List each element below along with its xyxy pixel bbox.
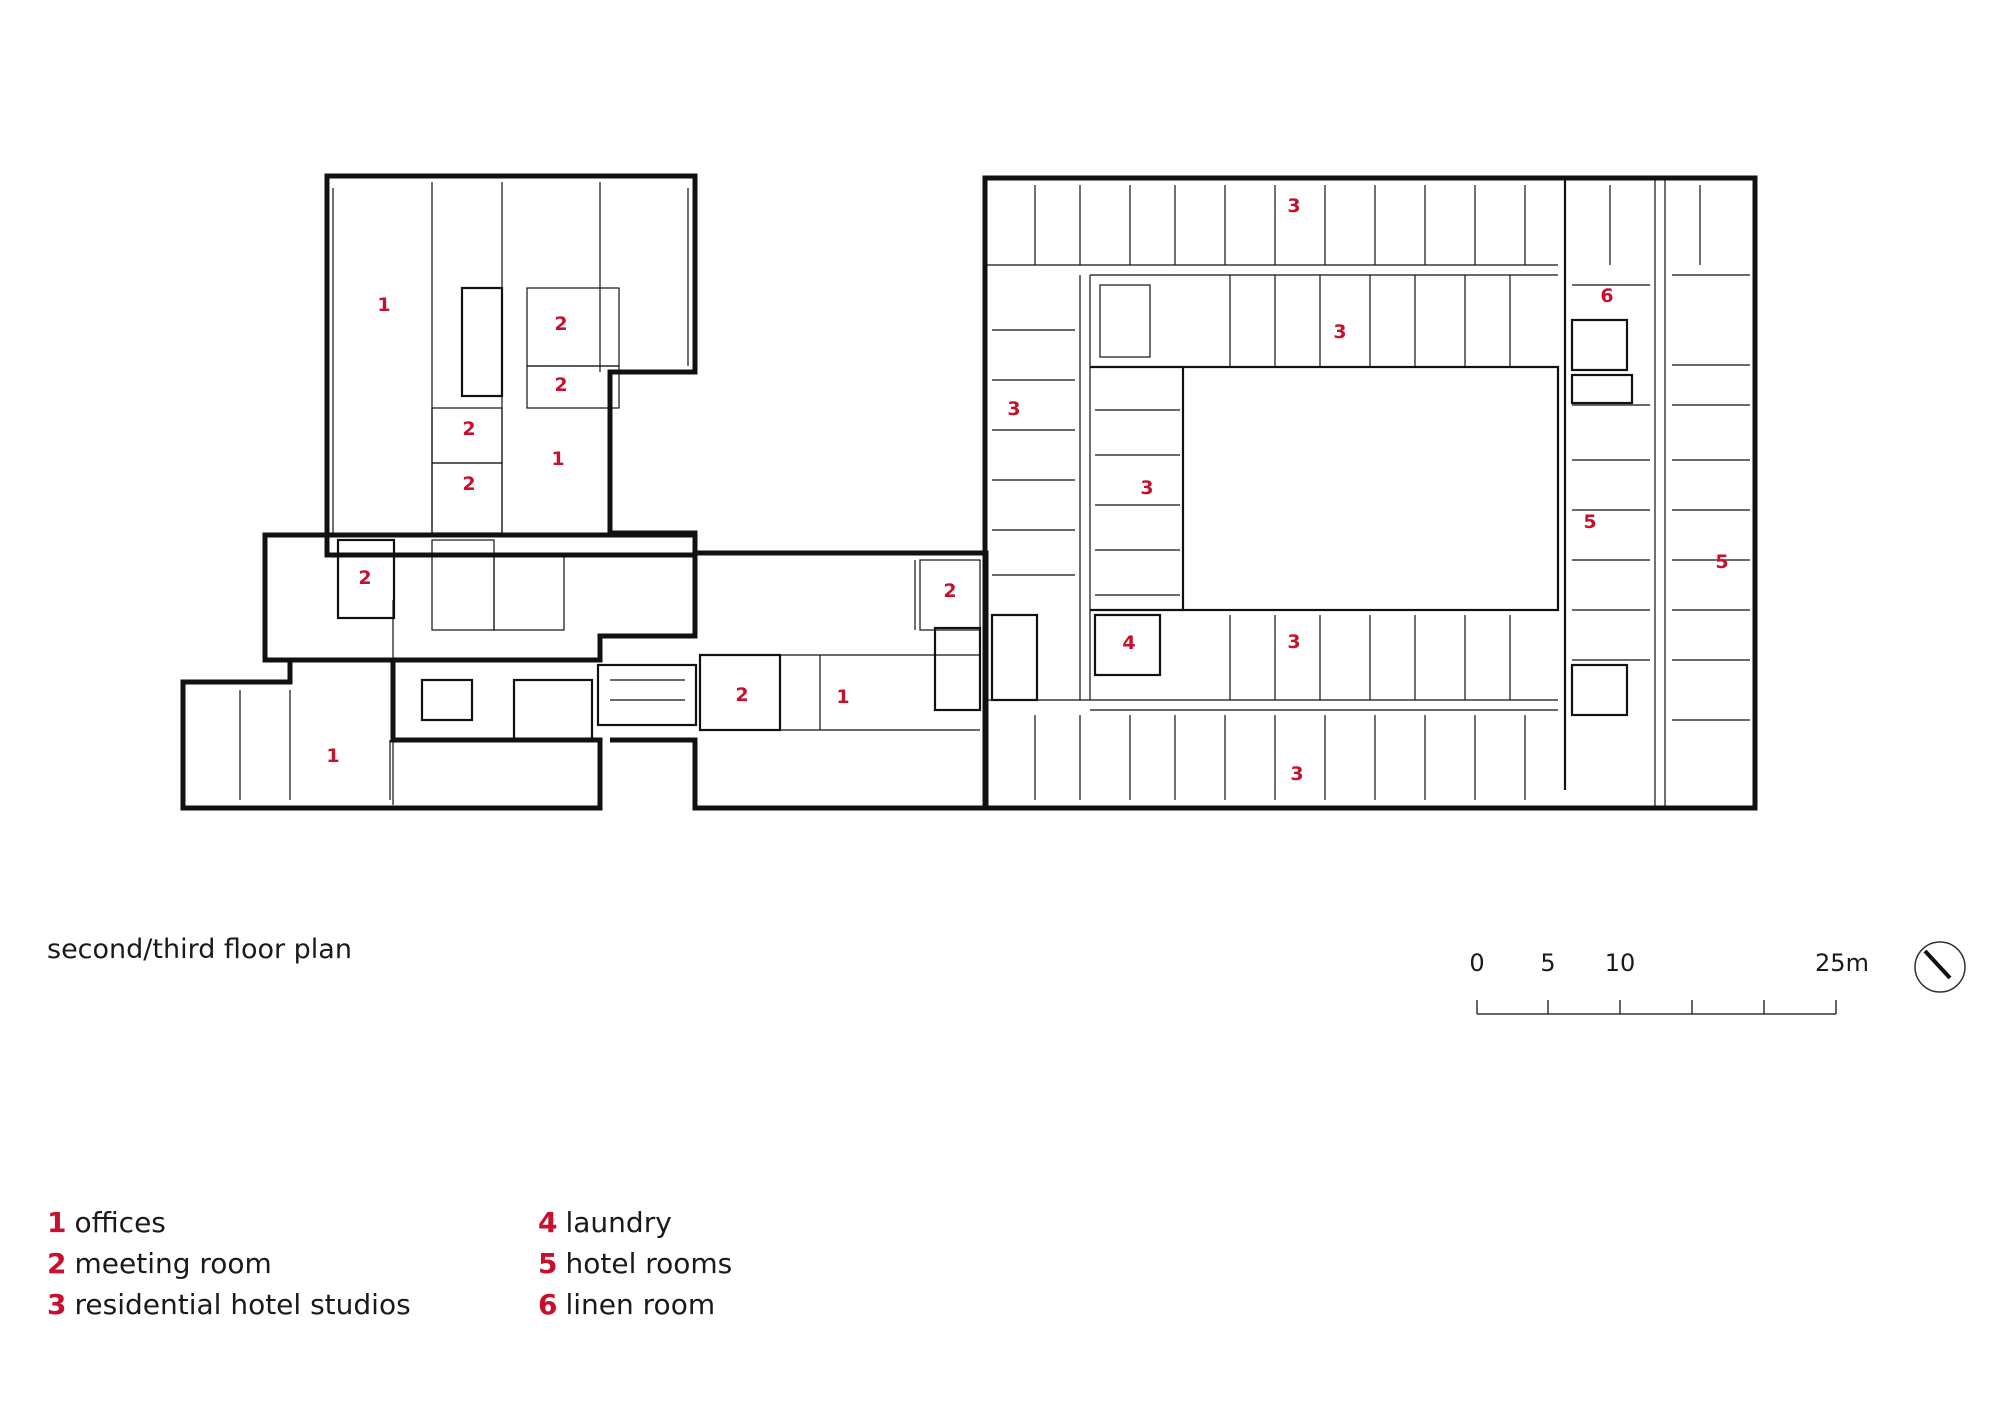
label-studios-south: 3 bbox=[1290, 763, 1303, 785]
label-hotel-rooms-2: 5 bbox=[1715, 551, 1728, 573]
office-wing bbox=[180, 173, 989, 811]
label-linen-room: 6 bbox=[1600, 285, 1613, 307]
label-meeting-connector-2: 2 bbox=[735, 684, 748, 706]
label-studios-south-inner: 3 bbox=[1287, 631, 1300, 653]
label-meeting-mid-2: 2 bbox=[462, 473, 475, 495]
label-studios-north: 3 bbox=[1287, 195, 1300, 217]
plan-title: second/third floor plan bbox=[47, 934, 352, 965]
label-meeting-north-2: 2 bbox=[554, 374, 567, 396]
label-offices-southwest: 1 bbox=[326, 745, 339, 767]
scale-tick-10: 10 bbox=[1605, 949, 1636, 977]
label-offices-mid: 1 bbox=[551, 448, 564, 470]
label-studios-north-inner: 3 bbox=[1333, 321, 1346, 343]
label-offices-connector: 1 bbox=[836, 686, 849, 708]
scale-tick-5: 5 bbox=[1540, 949, 1555, 977]
label-meeting-connector-1: 2 bbox=[943, 580, 956, 602]
label-laundry: 4 bbox=[1122, 632, 1135, 654]
scale-tick-0: 0 bbox=[1469, 949, 1484, 977]
label-hotel-rooms-1: 5 bbox=[1583, 511, 1596, 533]
label-offices-north: 1 bbox=[377, 294, 390, 316]
scale-tick-25m: 25m bbox=[1815, 949, 1869, 977]
room-labels: 1 2 2 2 1 2 2 1 2 2 1 3 3 3 3 4 3 3 6 5 … bbox=[326, 195, 1728, 785]
label-meeting-west: 2 bbox=[358, 567, 371, 589]
north-arrow-icon bbox=[1914, 941, 1966, 993]
scale-bar: 0 5 10 25m bbox=[1469, 949, 1869, 1015]
label-meeting-mid-1: 2 bbox=[462, 418, 475, 440]
hotel-wing bbox=[982, 175, 1758, 811]
label-meeting-north-1: 2 bbox=[554, 313, 567, 335]
label-studios-west-inner: 3 bbox=[1140, 477, 1153, 499]
label-studios-west: 3 bbox=[1007, 398, 1020, 420]
